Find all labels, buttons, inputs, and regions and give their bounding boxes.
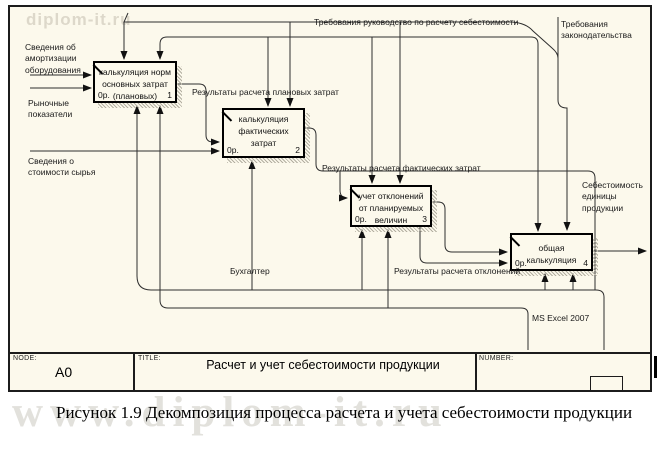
- activity-label: калькуляция фактических затрат: [238, 114, 289, 148]
- watermark-top: diplom-it.ru: [26, 10, 132, 29]
- activity-number: 1: [167, 90, 172, 100]
- connector: [432, 201, 508, 256]
- cursor-artifact: [654, 356, 657, 378]
- activity-box-4: общая калькуляция 0р. 4: [509, 233, 593, 271]
- connector: [305, 127, 596, 290]
- connector: [419, 227, 508, 267]
- label-accountant: Бухгалтер: [230, 266, 270, 276]
- activity-box-2: калькуляция фактических затрат 0р. 2: [221, 108, 305, 158]
- connector-group: [30, 12, 647, 350]
- connector: [156, 36, 168, 60]
- activity-number: 2: [295, 145, 300, 155]
- label-deviation-results: Результаты расчета отклонений: [394, 266, 521, 276]
- title-bar-divider: [8, 352, 652, 354]
- activity-number: 3: [422, 214, 427, 224]
- number-box: [590, 376, 623, 391]
- label-market: Рыночные показатели: [28, 98, 73, 120]
- connector: [167, 36, 542, 232]
- activity-label: учет отклонений от планируемых величин: [358, 191, 424, 225]
- title-bar-divider: [475, 352, 477, 392]
- connector: [557, 17, 571, 231]
- connector: [136, 110, 605, 350]
- connector: [177, 83, 220, 146]
- label-amortization: Сведения об амортизации оборудования: [25, 42, 81, 75]
- activity-number: 4: [583, 258, 588, 268]
- node-value: A0: [55, 364, 73, 380]
- label-actual-results: Результаты расчета фактических затрат: [322, 163, 481, 173]
- activity-cost: 0р.: [227, 145, 239, 155]
- activity-cost: 0р.: [98, 90, 110, 100]
- label-planned-results: Результаты расчета плановых затрат: [192, 87, 339, 97]
- number-label: NUMBER:: [479, 355, 514, 362]
- activity-label: общая калькуляция: [526, 243, 577, 265]
- connector: [338, 171, 348, 202]
- activity-cost: 0р.: [355, 214, 367, 224]
- title-label: TITLE:: [138, 355, 161, 362]
- label-top-control: Требования руководство по расчету себест…: [314, 17, 519, 27]
- figure-caption: Рисунок 1.9 Декомпозиция процесса расчет…: [56, 403, 633, 422]
- activity-cost: 0р.: [515, 258, 527, 268]
- activity-box-3: учет отклонений от планируемых величин 0…: [349, 185, 432, 227]
- title-bar-divider: [133, 352, 135, 392]
- activity-box-1: калькуляция норм основных затрат (планов…: [92, 61, 177, 103]
- connector: [159, 110, 529, 350]
- connector: [123, 12, 559, 59]
- activity-label: калькуляция норм основных затрат (планов…: [98, 67, 172, 101]
- label-legislation: Требования законодательства: [561, 19, 632, 41]
- watermark-bottom: www.diplom-it.ru: [12, 389, 449, 436]
- label-raw-cost: Сведения о стоимости сырья: [28, 156, 96, 178]
- label-unit-cost: Себестоимость единицы продукции: [582, 180, 643, 213]
- node-label: NODE:: [13, 355, 37, 362]
- diagram-title: Расчет и учет себестоимости продукции: [206, 358, 440, 372]
- label-excel: MS Excel 2007: [532, 313, 590, 323]
